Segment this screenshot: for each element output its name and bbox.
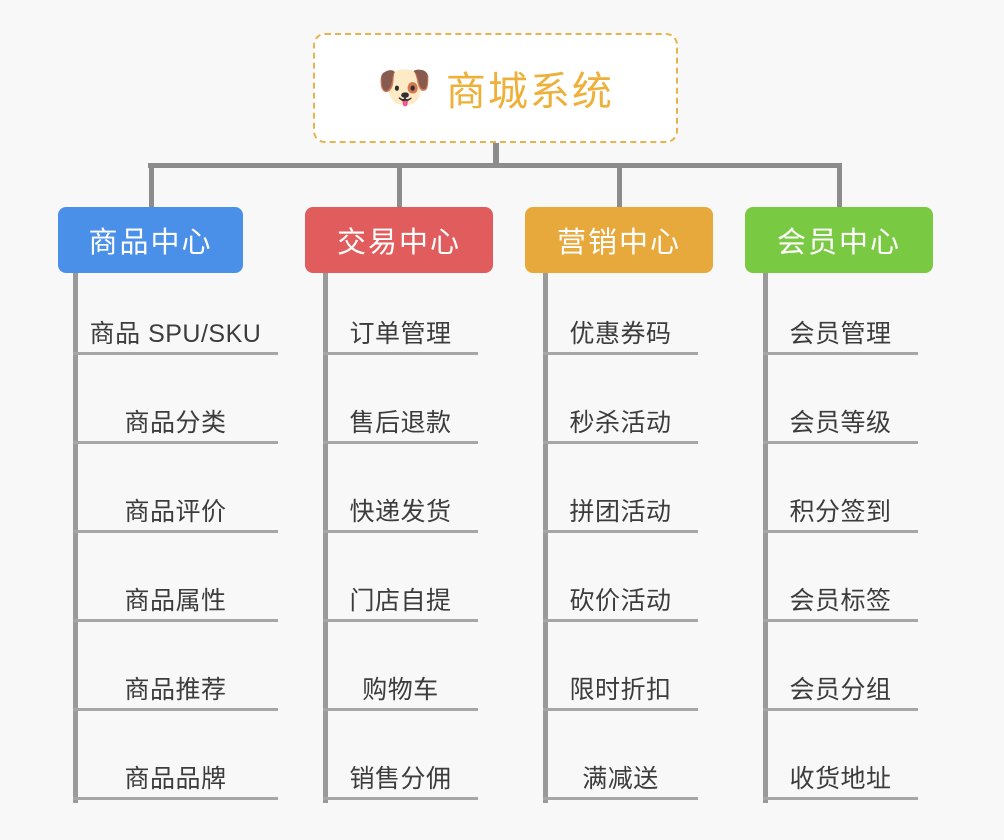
leaf-item-label: 购物车 <box>362 675 439 704</box>
leaf-item[interactable]: 秒杀活动 <box>543 382 698 444</box>
leaf-item-label: 快递发货 <box>349 497 452 526</box>
leaf-item[interactable]: 商品评价 <box>73 471 278 533</box>
leaf-item-label: 积分签到 <box>789 497 892 526</box>
leaf-item[interactable]: 订单管理 <box>323 293 478 355</box>
leaf-item-label: 砍价活动 <box>569 586 672 615</box>
leaf-item-label: 订单管理 <box>349 319 452 348</box>
root-node-title: 商城系统 <box>445 70 614 114</box>
leaf-item-label: 商品分类 <box>124 408 227 437</box>
leaf-item[interactable]: 收货地址 <box>763 738 918 800</box>
leaf-item[interactable]: 购物车 <box>323 649 478 711</box>
leaf-item-label: 商品品牌 <box>124 764 227 793</box>
leaf-item-label: 优惠券码 <box>569 319 672 348</box>
leaf-item[interactable]: 门店自提 <box>323 560 478 622</box>
leaf-item-label: 门店自提 <box>349 586 452 615</box>
leaf-item[interactable]: 会员标签 <box>763 560 918 622</box>
category-box-member-center[interactable]: 会员中心 <box>745 207 933 273</box>
leaf-item[interactable]: 会员等级 <box>763 382 918 444</box>
leaf-item[interactable]: 售后退款 <box>323 382 478 444</box>
leaf-item-label: 会员标签 <box>789 586 892 615</box>
category-label: 营销中心 <box>556 227 681 259</box>
category-label: 交易中心 <box>336 227 461 259</box>
leaf-item-label: 销售分佣 <box>349 764 452 793</box>
leaf-item[interactable]: 快递发货 <box>323 471 478 533</box>
connector-root-vertical <box>493 143 499 165</box>
column-spine-marketing-center <box>543 273 548 803</box>
category-box-trade-center[interactable]: 交易中心 <box>305 207 493 273</box>
column-spine-trade-center <box>323 273 328 803</box>
leaf-item-label: 满减送 <box>582 764 659 793</box>
leaf-item[interactable]: 商品 SPU/SKU <box>73 293 278 355</box>
leaf-item[interactable]: 优惠券码 <box>543 293 698 355</box>
leaf-item[interactable]: 销售分佣 <box>323 738 478 800</box>
leaf-item[interactable]: 会员管理 <box>763 293 918 355</box>
leaf-item-label: 售后退款 <box>349 408 452 437</box>
leaf-item-label: 商品评价 <box>124 497 227 526</box>
category-label: 会员中心 <box>776 227 901 259</box>
connector-to-marketing-center <box>617 163 622 209</box>
connector-to-trade-center <box>397 163 402 209</box>
column-spine-product-center <box>73 273 78 803</box>
leaf-item-label: 商品推荐 <box>124 675 227 704</box>
connector-to-product-center <box>148 163 154 209</box>
leaf-item-label: 商品 SPU/SKU <box>89 319 262 348</box>
leaf-item-label: 限时折扣 <box>569 675 672 704</box>
leaf-item[interactable]: 商品分类 <box>73 382 278 444</box>
leaf-item[interactable]: 砍价活动 <box>543 560 698 622</box>
leaf-item[interactable]: 商品属性 <box>73 560 278 622</box>
leaf-item[interactable]: 商品品牌 <box>73 738 278 800</box>
leaf-item-label: 拼团活动 <box>569 497 672 526</box>
leaf-item[interactable]: 限时折扣 <box>543 649 698 711</box>
leaf-item[interactable]: 积分签到 <box>763 471 918 533</box>
category-box-marketing-center[interactable]: 营销中心 <box>525 207 713 273</box>
leaf-item[interactable]: 商品推荐 <box>73 649 278 711</box>
connector-to-member-center <box>837 163 842 209</box>
leaf-item-label: 秒杀活动 <box>569 408 672 437</box>
leaf-item[interactable]: 会员分组 <box>763 649 918 711</box>
leaf-item[interactable]: 满减送 <box>543 738 698 800</box>
column-spine-member-center <box>763 273 768 803</box>
leaf-item-label: 会员分组 <box>789 675 892 704</box>
leaf-item-label: 收货地址 <box>789 764 892 793</box>
shiba-dog-face-icon: 🐶 <box>377 63 432 112</box>
root-node-mall-system[interactable]: 🐶 商城系统 <box>313 33 678 143</box>
category-box-product-center[interactable]: 商品中心 <box>58 207 243 273</box>
leaf-item-label: 会员管理 <box>789 319 892 348</box>
leaf-item-label: 会员等级 <box>789 408 892 437</box>
connector-horizontal-bus <box>148 163 842 168</box>
category-label: 商品中心 <box>88 227 213 259</box>
leaf-item-label: 商品属性 <box>124 586 227 615</box>
leaf-item[interactable]: 拼团活动 <box>543 471 698 533</box>
